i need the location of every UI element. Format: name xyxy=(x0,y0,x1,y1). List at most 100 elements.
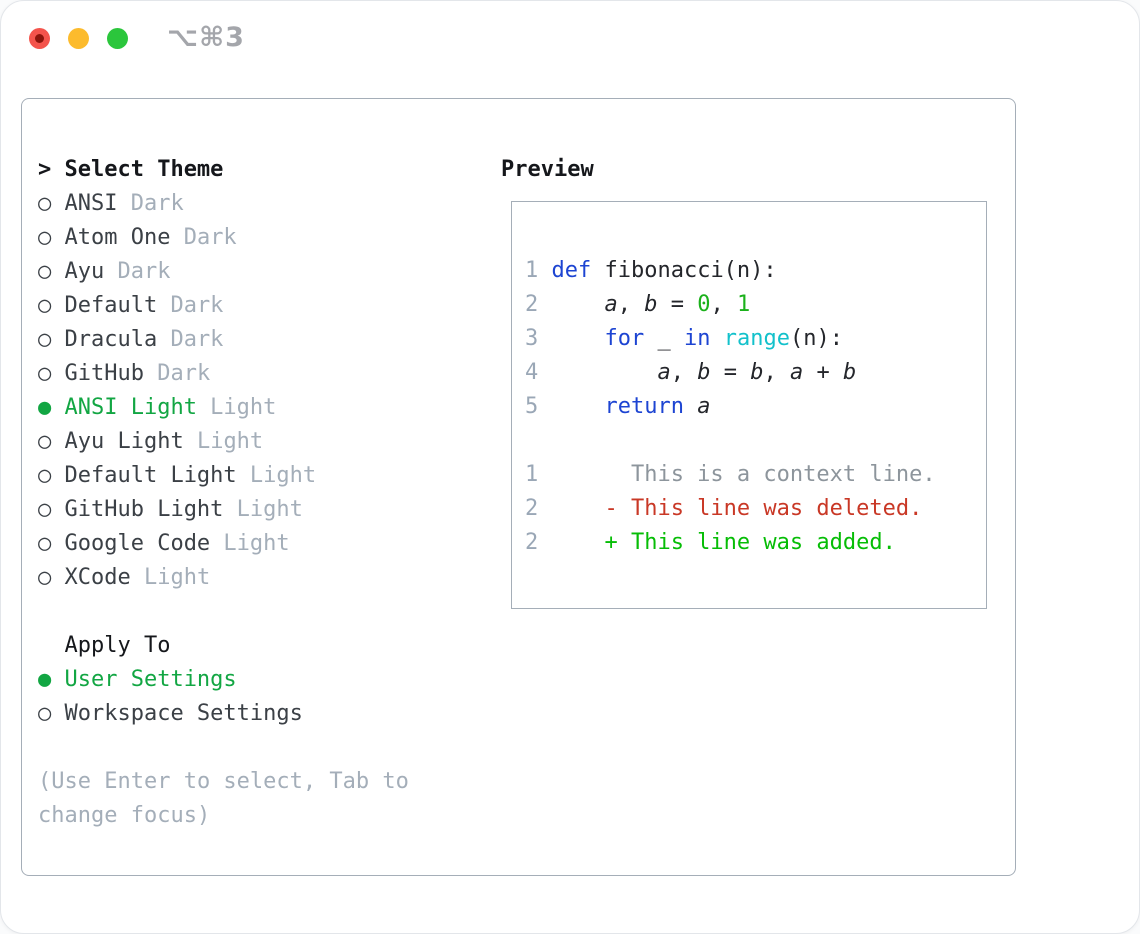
code-text: def fibonacci(n): xyxy=(551,254,776,288)
theme-name: ANSI Light xyxy=(64,395,197,420)
code-line: 1 This is a context line. xyxy=(525,458,986,492)
code-token: b xyxy=(842,360,857,385)
code-token xyxy=(710,326,723,351)
code-token: a xyxy=(657,360,671,385)
theme-option[interactable]: ○ Atom One Dark xyxy=(38,221,409,255)
radio-off-icon: ○ xyxy=(38,361,65,386)
theme-variant: Dark xyxy=(143,361,211,386)
radio-off-icon: ○ xyxy=(38,531,65,556)
code-token xyxy=(684,394,697,419)
radio-on-icon: ● xyxy=(38,667,65,692)
theme-variant: Dark xyxy=(170,225,237,250)
code-text: a, b = b, a + b xyxy=(551,356,856,390)
code-line: 1 def fibonacci(n): xyxy=(525,254,986,288)
code-token: , xyxy=(670,360,698,385)
theme-variant: Light xyxy=(130,565,211,590)
theme-picker-column: > Select Theme ○ ANSI Dark○ Atom One Dar… xyxy=(38,153,409,833)
code-token: 1 xyxy=(736,292,751,317)
theme-name: Default Light xyxy=(64,463,237,488)
radio-off-icon: ○ xyxy=(38,565,65,590)
theme-option[interactable]: ○ Ayu Light Light xyxy=(38,425,409,459)
radio-off-icon: ○ xyxy=(38,327,65,352)
apply-to-indent xyxy=(38,629,64,663)
theme-option[interactable]: ● ANSI Light Light xyxy=(38,391,409,425)
theme-name: Google Code xyxy=(64,531,211,556)
theme-option[interactable]: ○ Ayu Dark xyxy=(38,255,409,289)
radio-off-icon: ○ xyxy=(38,293,65,318)
line-number: 5 xyxy=(525,394,552,419)
theme-name: Ayu Light xyxy=(64,429,184,454)
radio-off-icon: ○ xyxy=(38,463,65,488)
code-token: a xyxy=(697,394,711,419)
code-token: a xyxy=(789,360,804,385)
apply-to-heading: Apply To xyxy=(38,629,409,663)
apply-to-option[interactable]: ○ Workspace Settings xyxy=(38,697,409,731)
code-token: b xyxy=(697,360,711,385)
code-token: = xyxy=(710,360,751,385)
radio-off-icon: ○ xyxy=(38,429,65,454)
theme-option[interactable]: ○ GitHub Light Light xyxy=(38,493,409,527)
theme-option[interactable]: ○ Google Code Light xyxy=(38,527,409,561)
radio-off-icon: ○ xyxy=(38,191,65,216)
line-number: 1 xyxy=(525,462,552,487)
theme-name: Default xyxy=(64,293,158,318)
theme-variant: Light xyxy=(223,497,303,522)
code-token: in xyxy=(683,326,711,351)
code-text: return a xyxy=(551,390,710,424)
theme-option[interactable]: ○ ANSI Dark xyxy=(38,187,409,221)
hint-line-2: change focus) xyxy=(38,803,211,828)
window-title: ⌥⌘3 xyxy=(167,22,245,53)
code-line: 2 + This line was added. xyxy=(525,526,986,560)
code-text: + This line was added. xyxy=(551,526,895,560)
radio-on-icon: ● xyxy=(38,395,65,420)
theme-option[interactable]: ○ Default Light Light xyxy=(38,459,409,493)
code-text: This is a context line. xyxy=(551,458,936,492)
theme-option[interactable]: ○ GitHub Dark xyxy=(38,357,409,391)
code-token: _ xyxy=(644,326,684,351)
code-token: = xyxy=(657,292,698,317)
theme-variant: Light xyxy=(236,463,317,488)
close-button[interactable] xyxy=(29,28,50,49)
code-token: for xyxy=(604,326,645,351)
line-number: 1 xyxy=(525,258,552,283)
theme-option[interactable]: ○ Dracula Dark xyxy=(38,323,409,357)
code-line: 3 for _ in range(n): xyxy=(525,322,986,356)
code-token: return xyxy=(604,394,684,419)
code-line: 2 - This line was deleted. xyxy=(525,492,986,526)
theme-variant: Dark xyxy=(157,293,224,318)
theme-option[interactable]: ○ XCode Light xyxy=(38,561,409,595)
theme-variant: Dark xyxy=(157,327,224,352)
code-line: 4 a, b = b, a + b xyxy=(525,356,986,390)
code-token: b xyxy=(750,360,764,385)
minimize-button[interactable] xyxy=(68,28,89,49)
prompt-icon: > xyxy=(38,157,65,182)
theme-option[interactable]: ○ Default Dark xyxy=(38,289,409,323)
code-token: - This line was deleted. xyxy=(551,496,923,521)
code-token: fibonacci(n): xyxy=(591,258,777,283)
select-theme-heading: > Select Theme xyxy=(38,153,409,187)
spacer xyxy=(38,731,409,765)
theme-list: ○ ANSI Dark○ Atom One Dark○ Ayu Dark○ De… xyxy=(38,187,409,595)
radio-off-icon: ○ xyxy=(38,259,65,284)
radio-off-icon: ○ xyxy=(38,225,65,250)
code-line: 2 a, b = 0, 1 xyxy=(525,288,986,322)
code-text: for _ in range(n): xyxy=(551,322,842,356)
theme-name: ANSI xyxy=(64,191,118,216)
apply-to-option-label: User Settings xyxy=(64,667,237,692)
close-button-dot-icon xyxy=(35,34,44,43)
titlebar: ⌥⌘3 xyxy=(1,1,1139,77)
code-token: b xyxy=(644,292,658,317)
code-token: (n): xyxy=(789,326,843,351)
code-token: , xyxy=(763,360,790,385)
apply-to-option[interactable]: ● User Settings xyxy=(38,663,409,697)
theme-variant: Light xyxy=(183,429,264,454)
zoom-button[interactable] xyxy=(107,28,128,49)
code-token: range xyxy=(723,326,790,351)
theme-variant: Light xyxy=(210,531,290,556)
theme-name: Dracula xyxy=(64,327,158,352)
code-token: , xyxy=(710,292,737,317)
code-token: def xyxy=(551,258,592,283)
line-number: 2 xyxy=(525,496,552,521)
spacer xyxy=(38,595,409,629)
